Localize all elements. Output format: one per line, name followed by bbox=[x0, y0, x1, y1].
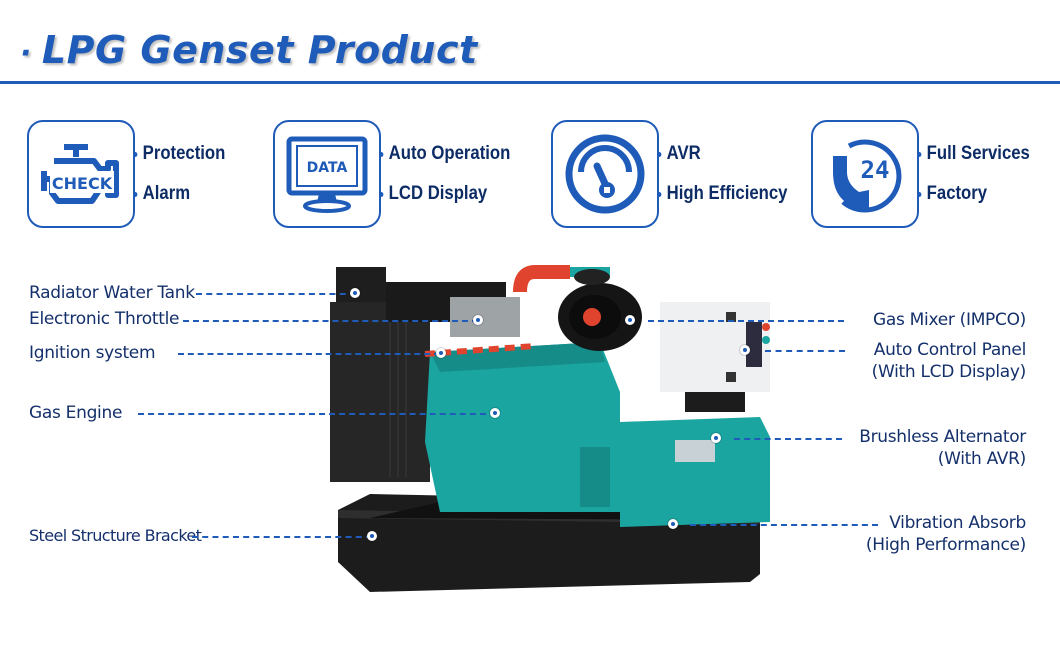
leader-line bbox=[138, 413, 496, 415]
bullet-icon bbox=[133, 191, 138, 197]
leader-line bbox=[196, 293, 356, 295]
leader-line bbox=[734, 438, 842, 440]
bullet-icon bbox=[379, 191, 384, 197]
bullet-icon bbox=[917, 191, 922, 197]
bullet-icon bbox=[379, 151, 384, 157]
bullet-icon bbox=[657, 191, 662, 197]
phone-24-icon: 24 bbox=[811, 120, 919, 228]
pin-radiator-water-tank bbox=[350, 288, 360, 298]
svg-text:CHECK: CHECK bbox=[52, 174, 113, 193]
lpg-genset-image bbox=[330, 265, 770, 592]
callout-radiator-water-tank: Radiator Water Tank bbox=[29, 283, 195, 303]
callout-vibration-absorb: Vibration Absorb (High Performance) bbox=[865, 513, 1026, 555]
pin-brushless-alternator bbox=[711, 433, 721, 443]
pin-ignition-system bbox=[436, 348, 446, 358]
leader-line bbox=[765, 350, 845, 352]
feature-auto-operation: DATA Auto Operation LCD Display bbox=[273, 120, 528, 228]
feature-label-factory: Factory bbox=[917, 183, 1030, 205]
feature-avr: AVR High Efficiency bbox=[551, 120, 805, 228]
title-text: LPG Genset Product bbox=[41, 28, 478, 72]
leader-line bbox=[178, 353, 440, 355]
title-bullet: · bbox=[20, 36, 32, 71]
feature-label-full-services: Full Services bbox=[917, 143, 1030, 165]
leader-line bbox=[690, 524, 878, 526]
leader-line bbox=[192, 536, 372, 538]
feature-label-auto-operation: Auto Operation bbox=[379, 143, 510, 165]
callout-steel-structure-bracket: Steel Structure Bracket bbox=[29, 526, 202, 545]
svg-text:DATA: DATA bbox=[307, 160, 348, 176]
callout-ignition-system: Ignition system bbox=[29, 343, 156, 363]
pin-gas-engine bbox=[490, 408, 500, 418]
gauge-icon bbox=[551, 120, 659, 228]
callout-gas-engine: Gas Engine bbox=[29, 403, 123, 423]
title-divider bbox=[0, 81, 1060, 84]
check-engine-icon: CHECK bbox=[27, 120, 135, 228]
pin-electronic-throttle bbox=[473, 315, 483, 325]
feature-full-services: 24 Full Services Factory bbox=[811, 120, 1045, 228]
leader-line bbox=[648, 320, 844, 322]
pin-steel-structure-bracket bbox=[367, 531, 377, 541]
pin-vibration-absorb bbox=[668, 519, 678, 529]
feature-label-alarm: Alarm bbox=[133, 183, 225, 205]
page-title: · LPG Genset Product bbox=[20, 28, 478, 72]
monitor-data-icon: DATA bbox=[273, 120, 381, 228]
callout-auto-control-panel: Auto Control Panel (With LCD Display) bbox=[871, 340, 1027, 382]
feature-label-avr: AVR bbox=[657, 143, 787, 165]
callout-brushless-alternator: Brushless Alternator (With AVR) bbox=[859, 427, 1026, 469]
feature-label-lcd-display: LCD Display bbox=[379, 183, 510, 205]
feature-label-protection: Protection bbox=[133, 143, 225, 165]
leader-line bbox=[183, 320, 478, 322]
pin-auto-control-panel bbox=[740, 345, 750, 355]
feature-protection: CHECK Protection Alarm bbox=[27, 120, 238, 228]
feature-label-high-efficiency: High Efficiency bbox=[657, 183, 787, 205]
bullet-icon bbox=[917, 151, 922, 157]
svg-text:24: 24 bbox=[861, 156, 890, 184]
callout-gas-mixer: Gas Mixer (IMPCO) bbox=[873, 310, 1026, 330]
bullet-icon bbox=[133, 151, 138, 157]
pin-gas-mixer bbox=[625, 315, 635, 325]
callout-electronic-throttle: Electronic Throttle bbox=[29, 309, 180, 329]
bullet-icon bbox=[657, 151, 662, 157]
